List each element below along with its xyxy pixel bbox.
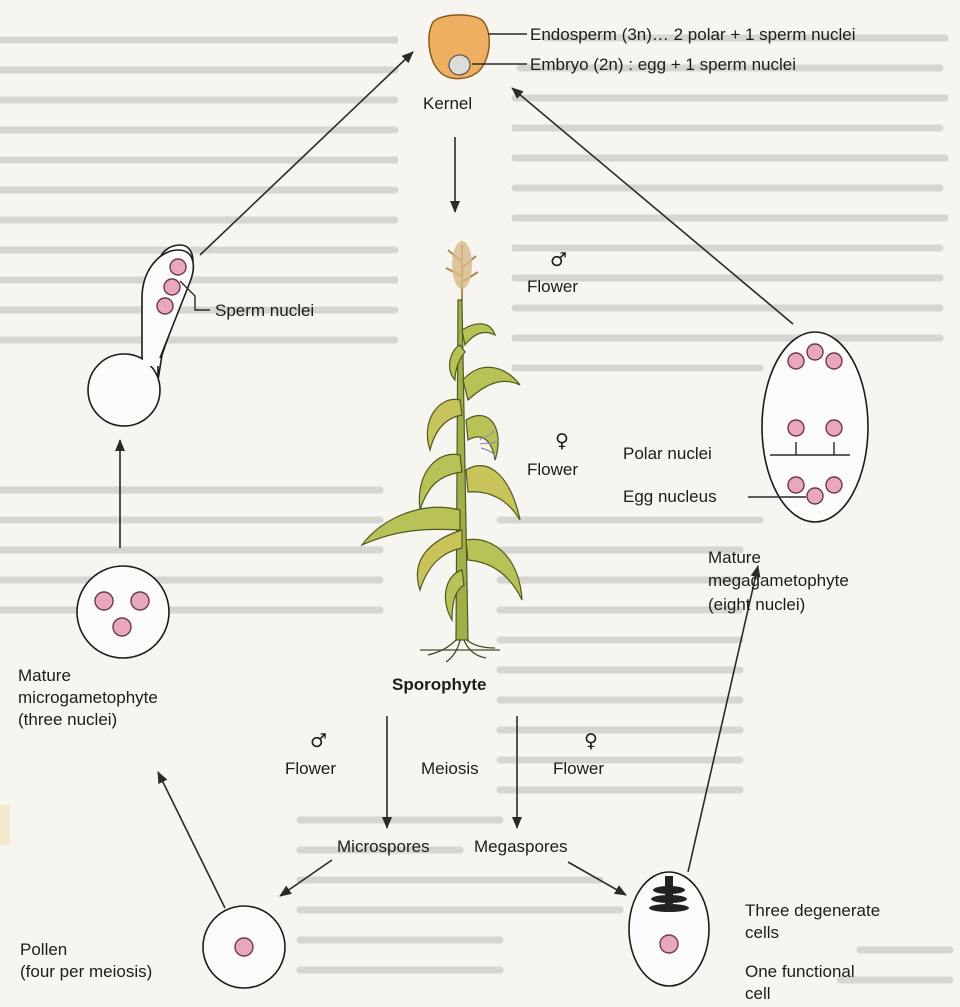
pollen-sublabel: (four per meiosis) [20, 962, 152, 981]
micro-nucleus-2 [131, 592, 149, 610]
sporophyte-plant-illustration [362, 241, 522, 662]
mature-micro-line-3: (three nuclei) [18, 710, 117, 729]
mature-mega-line-1: Mature [708, 548, 761, 567]
micro-nucleus-3 [113, 618, 131, 636]
mature-mega-line-2: megagametophyte [708, 571, 849, 590]
meiosis-label: Meiosis [421, 759, 479, 778]
polar-nucleus-2 [826, 420, 842, 436]
arrow-microspores-to-pollen [280, 860, 332, 896]
male-flower-bottom-label: Flower [285, 759, 336, 778]
kernel-illustration [429, 15, 527, 79]
antipodal-nucleus-3 [826, 353, 842, 369]
sperm-nuclei-label: Sperm nuclei [215, 301, 314, 320]
sperm-nucleus-1 [170, 259, 186, 275]
antipodal-nucleus-2 [807, 344, 823, 360]
mature-microgametophyte-cell [77, 566, 169, 658]
one-functional-label: One functional [745, 962, 855, 981]
mature-micro-line-1: Mature [18, 666, 71, 685]
male-flower-label: Flower [527, 277, 578, 296]
megaspore-tetrad [629, 872, 709, 986]
functional-cell-nucleus [660, 935, 678, 953]
three-degenerate-label: Three degenerate [745, 901, 880, 920]
kernel-label: Kernel [423, 94, 472, 113]
arrow-pollen-to-micro [158, 772, 225, 908]
synergid-nucleus-1 [788, 477, 804, 493]
sperm-nucleus-2 [164, 279, 180, 295]
embryo-label: Embryo (2n) : egg + 1 sperm nuclei [530, 55, 796, 74]
microspores-label: Microspores [337, 837, 430, 856]
endosperm-label: Endosperm (3n)… 2 polar + 1 sperm nuclei [530, 25, 856, 44]
egg-nucleus-label: Egg nucleus [623, 487, 717, 506]
pollen-label: Pollen [20, 940, 67, 959]
female-symbol-top: ♀ [555, 430, 569, 452]
antipodal-nucleus-1 [788, 353, 804, 369]
three-degenerate-sublabel: cells [745, 923, 779, 942]
arrow-megaspores-to-functional-cell [568, 862, 626, 895]
sporophyte-label: Sporophyte [392, 675, 486, 694]
polar-nuclei-label: Polar nuclei [623, 444, 712, 463]
mature-mega-line-3: (eight nuclei) [708, 595, 805, 614]
mature-micro-line-2: microgametophyte [18, 688, 158, 707]
micro-nucleus-1 [95, 592, 113, 610]
egg-nucleus [807, 488, 823, 504]
male-symbol-top: ♂ [550, 249, 567, 271]
female-symbol-bottom: ♀ [584, 730, 598, 752]
polar-nucleus-1 [788, 420, 804, 436]
female-flower-bottom-label: Flower [553, 759, 604, 778]
one-functional-sublabel: cell [745, 984, 771, 1003]
tube-nucleus [157, 298, 173, 314]
pollen-nucleus [235, 938, 253, 956]
synergid-nucleus-2 [826, 477, 842, 493]
megaspores-label: Megaspores [474, 837, 568, 856]
female-flower-label: Flower [527, 460, 578, 479]
male-symbol-bottom: ♂ [310, 730, 327, 752]
arrow-pollen-tube-to-kernel [200, 52, 413, 255]
